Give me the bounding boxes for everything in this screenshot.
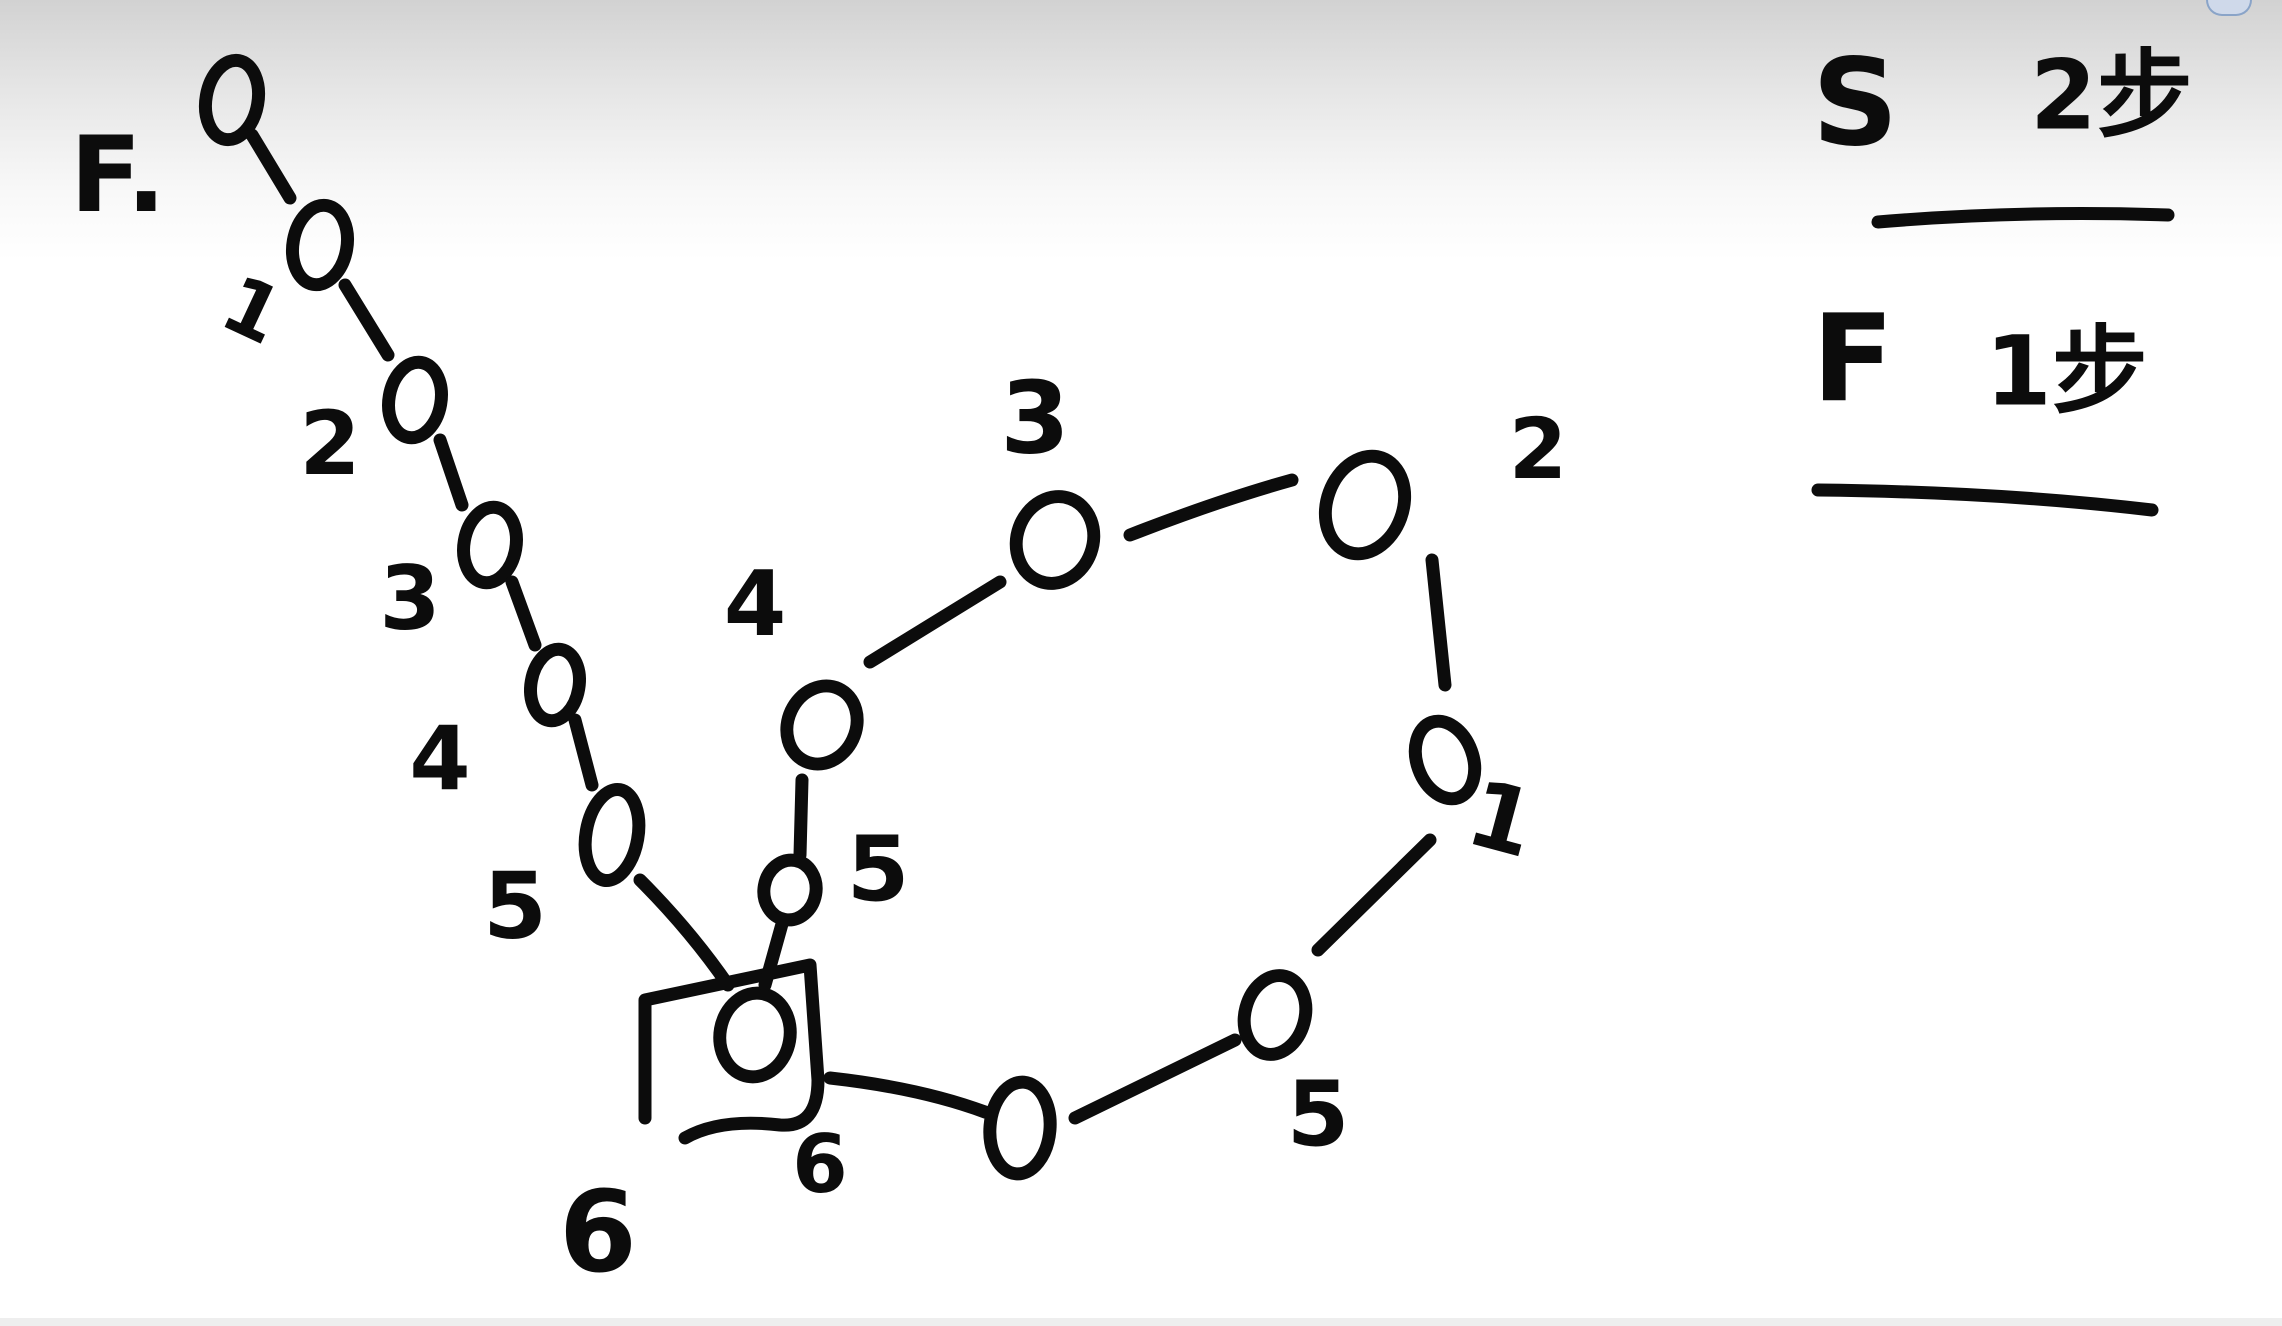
edge bbox=[338, 278, 395, 362]
node-circle bbox=[1237, 969, 1313, 1061]
node-circle bbox=[524, 642, 586, 728]
node-circle bbox=[198, 53, 266, 147]
node-circle bbox=[1009, 490, 1101, 590]
legend-underline bbox=[1811, 483, 2159, 517]
handwritten-labels: F. 1 2 3 4 5 6 6 5 4 3 2 1 5 bbox=[70, 114, 1567, 1298]
tail-step-label: 1 bbox=[208, 259, 295, 364]
node-circle bbox=[286, 198, 354, 292]
legend-fast-letter: F bbox=[1812, 291, 1894, 430]
edge bbox=[1123, 473, 1299, 542]
node-circle bbox=[1408, 714, 1482, 806]
node-circle bbox=[382, 355, 448, 445]
edge bbox=[433, 433, 469, 512]
node-circle bbox=[457, 500, 523, 590]
edge bbox=[1311, 833, 1437, 957]
cycle-step-label: 5 bbox=[1287, 1062, 1350, 1167]
edge bbox=[793, 773, 809, 862]
tail-nodes bbox=[198, 53, 646, 888]
legend-fast-steps: 1步 bbox=[1985, 315, 2148, 427]
edge bbox=[823, 1071, 992, 1119]
cycle-step-label: 2 bbox=[1509, 400, 1567, 498]
cycle-edges bbox=[758, 473, 1452, 1125]
node-circle bbox=[780, 679, 864, 771]
entry-node-circle bbox=[713, 986, 797, 1084]
cycle-step-label: 5 bbox=[847, 817, 910, 922]
entry-node bbox=[638, 958, 825, 1145]
node-circle bbox=[757, 853, 823, 927]
cycle-nodes bbox=[757, 449, 1482, 1181]
bottom-strip bbox=[0, 1318, 2282, 1326]
tail-edges bbox=[245, 128, 735, 992]
tail-step-label: 6 bbox=[559, 1168, 637, 1298]
cycle-step-label: 4 bbox=[724, 552, 787, 657]
legend-slow-steps: 2步 bbox=[2030, 39, 2193, 151]
edge bbox=[1068, 1033, 1242, 1125]
fast-pointer-label: F. bbox=[70, 114, 166, 236]
edge bbox=[1425, 553, 1452, 692]
legend: S 2步 F 1步 bbox=[1811, 35, 2193, 517]
edge bbox=[758, 917, 789, 992]
edge bbox=[245, 128, 297, 205]
edge bbox=[863, 575, 1007, 669]
cycle-step-label: 3 bbox=[1000, 359, 1070, 476]
legend-underline bbox=[1871, 207, 2175, 229]
tail-step-label: 3 bbox=[379, 547, 440, 650]
entry-box bbox=[638, 958, 825, 1145]
legend-slow-letter: S bbox=[1812, 35, 1898, 174]
edge bbox=[505, 575, 542, 652]
tail-step-label: 2 bbox=[299, 392, 360, 495]
cycle-step-label: 6 bbox=[792, 1118, 848, 1211]
tail-step-label: 5 bbox=[483, 852, 547, 959]
tail-step-label: 4 bbox=[409, 707, 470, 810]
node-circle bbox=[1318, 449, 1412, 561]
node-circle bbox=[578, 782, 646, 888]
edge bbox=[568, 713, 599, 792]
node-circle bbox=[983, 1075, 1057, 1181]
edge bbox=[633, 873, 735, 992]
